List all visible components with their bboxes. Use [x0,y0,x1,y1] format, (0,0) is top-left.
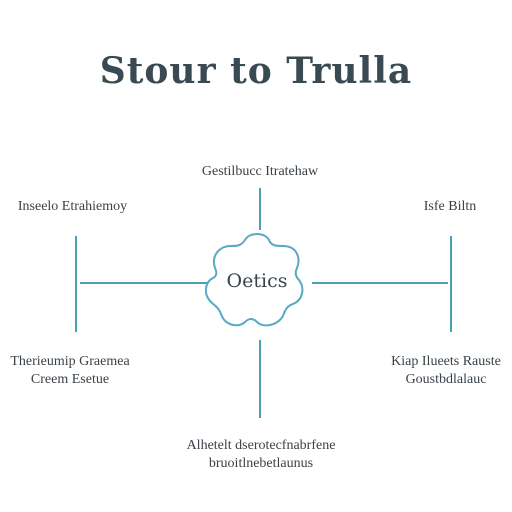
label-bottom-line-2: bruoitlnebetlaunus [208,456,314,471]
label-upper-left: Inseelo Etrahiemoy [0,198,145,216]
label-bottom: Alhetelt dserotecfnabrfene bruoitlnebetl… [136,437,386,473]
connector-bottom [259,340,261,418]
connector-top [259,188,261,230]
label-lower-right: Kiap Ilueets Rauste Goustbdlalauc [380,353,512,389]
label-top: Gestilbucc Itratehaw [160,163,360,181]
hub-cloud-shape [205,233,304,327]
label-lower-left: Therieumip Graemea Creem Esetue [0,353,140,389]
connector-right [312,282,448,284]
central-hub: Oetics [205,232,309,334]
hub-label: Oetics [226,270,288,292]
label-lower-right-line-2: Goustbdlalauc [405,372,487,387]
diagram-title: Stour to Trulla [99,50,413,92]
right-bracket-line [450,236,452,332]
label-bottom-line-1: Alhetelt dserotecfnabrfene [186,438,336,453]
label-upper-left-line-1: Inseelo Etrahiemoy [17,199,128,214]
label-upper-right: Isfe Biltn [405,198,495,216]
label-top-line-1: Gestilbucc Itratehaw [201,164,319,179]
label-lower-right-line-1: Kiap Ilueets Rauste [391,354,501,369]
label-lower-left-line-1: Therieumip Graemea [10,354,130,369]
label-lower-left-line-2: Creem Esetue [30,372,110,387]
label-upper-right-line-1: Isfe Biltn [423,199,477,214]
left-bracket-line [75,236,77,332]
connector-left [80,282,208,284]
